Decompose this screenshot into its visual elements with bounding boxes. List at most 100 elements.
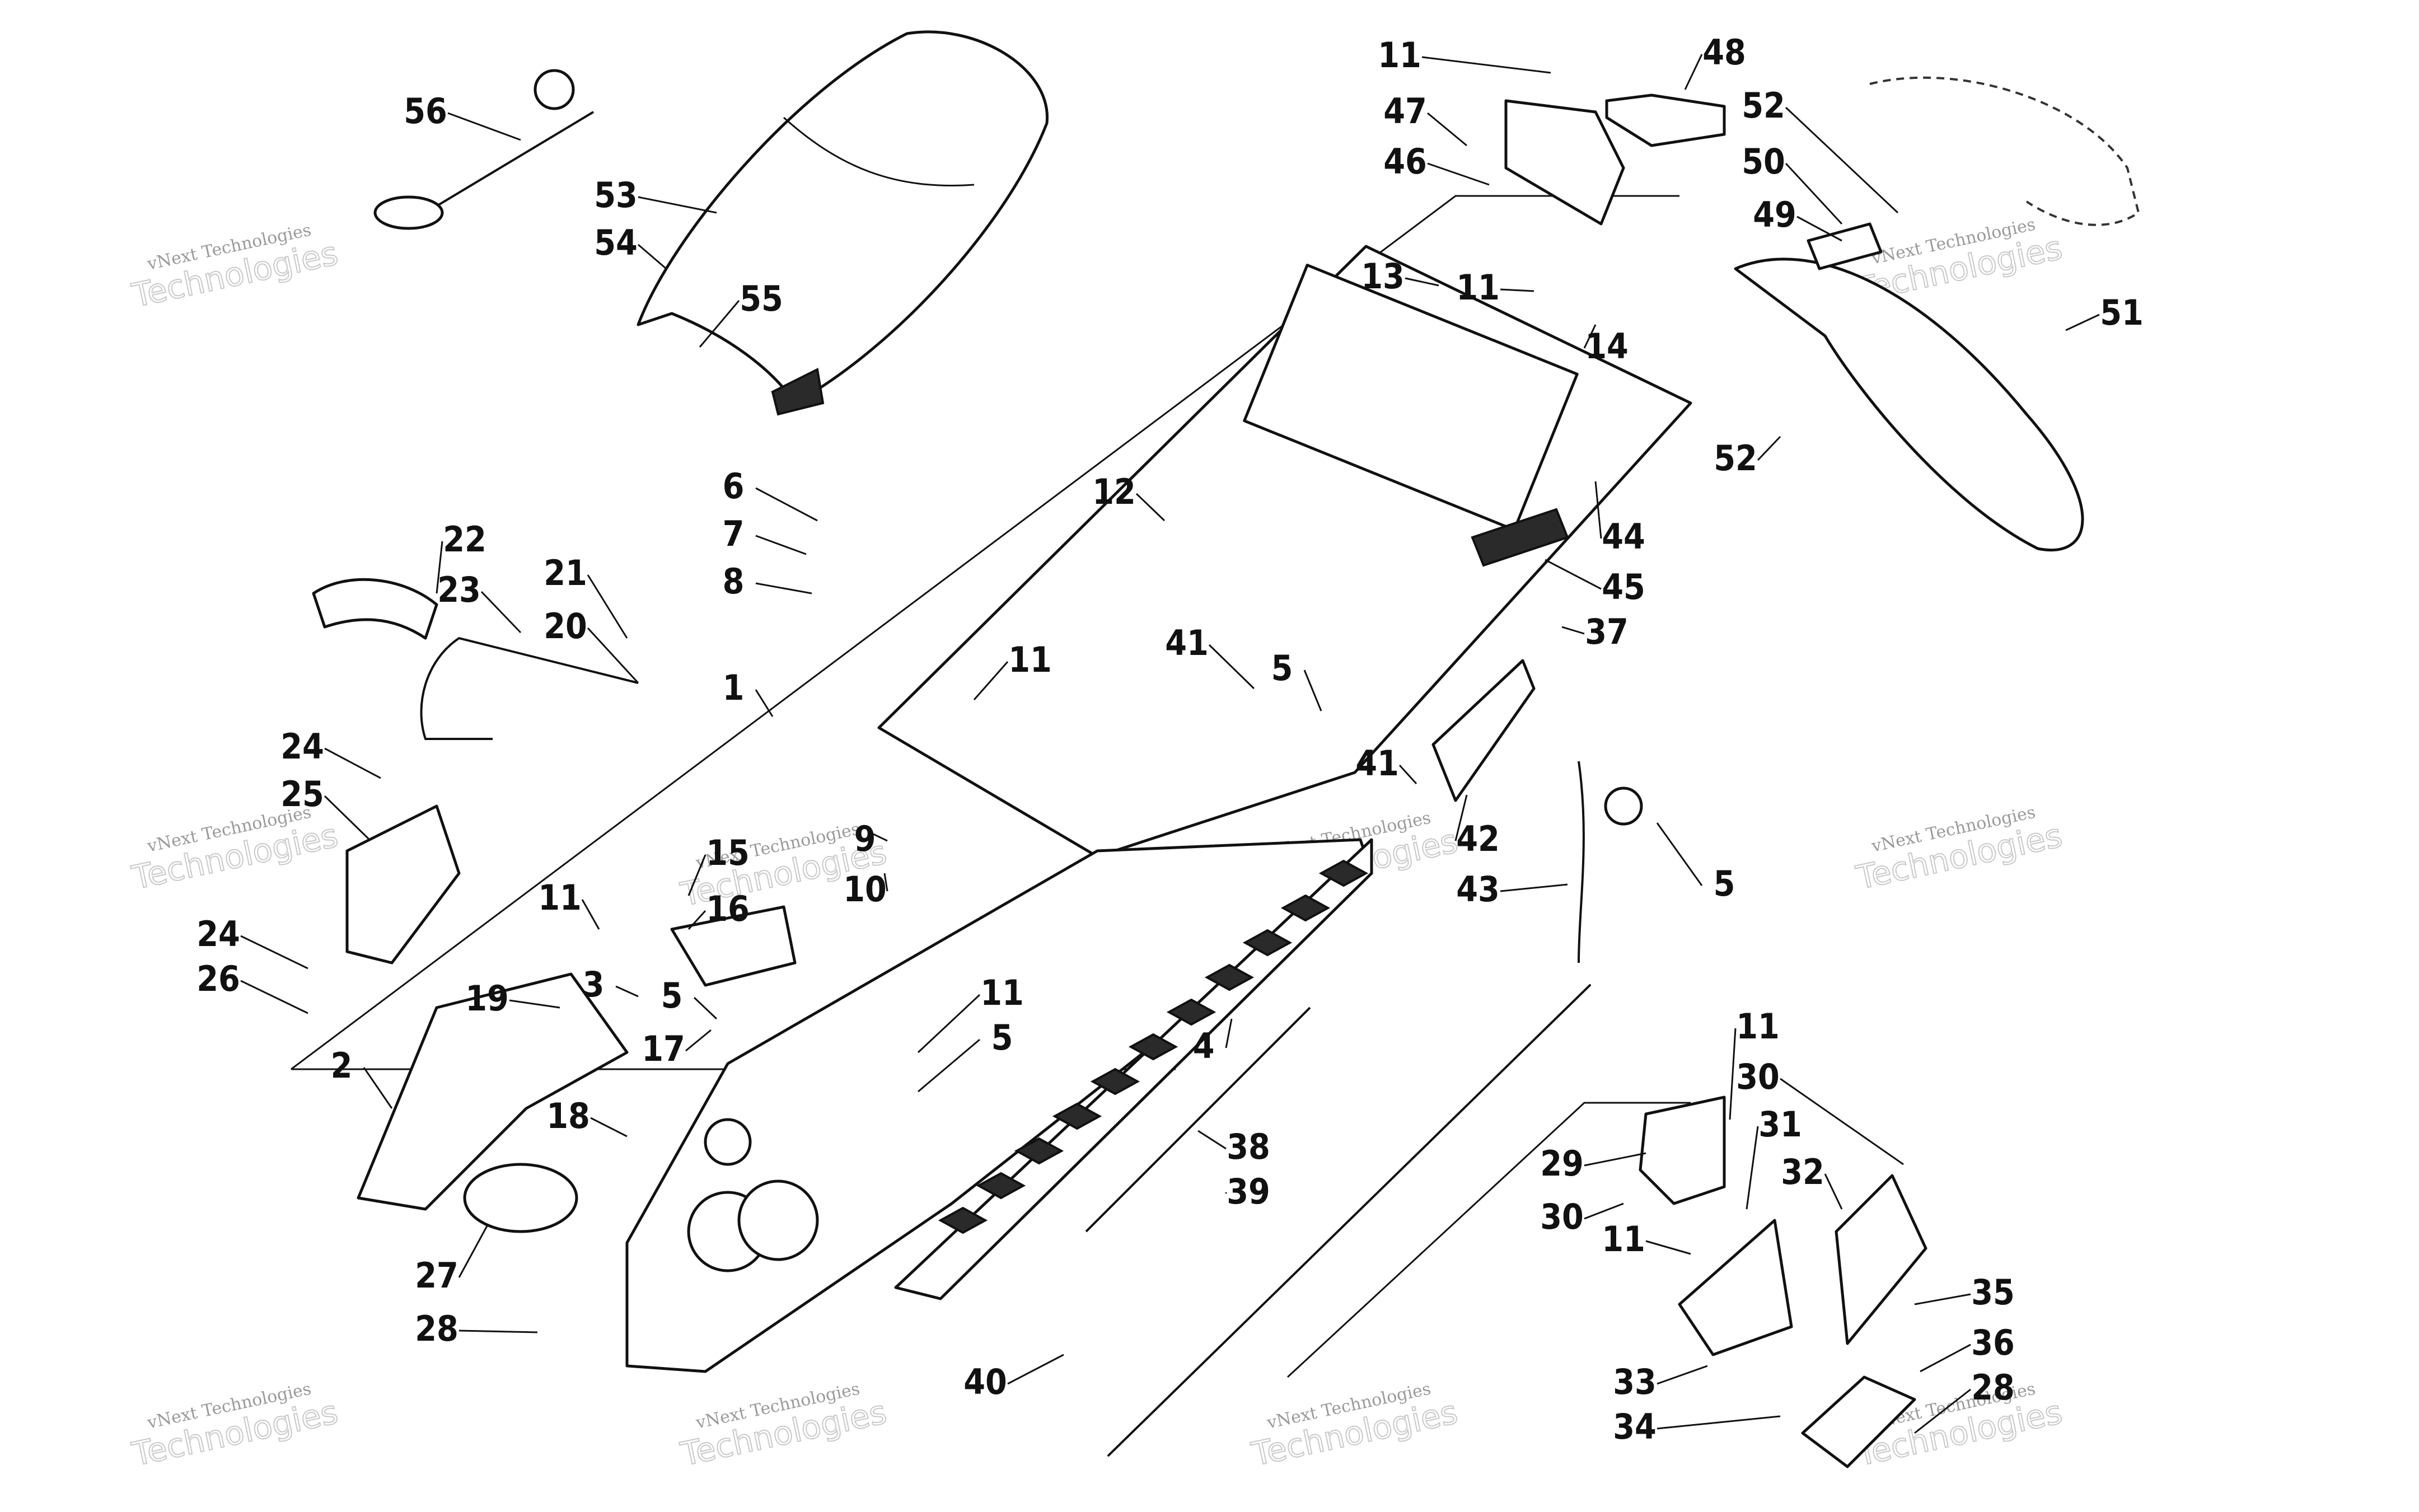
callout-47: 47 <box>1383 91 1427 132</box>
callout-labels: 1234555567891011111111111111121314151617… <box>196 32 2144 1447</box>
leader-line <box>615 985 639 998</box>
cover-27 <box>463 1163 578 1233</box>
callout-13: 13 <box>1361 256 1405 297</box>
board-cutout <box>1166 998 1216 1026</box>
leader-line <box>458 1330 538 1333</box>
leader-line <box>1583 324 1597 349</box>
leader-line <box>436 541 443 594</box>
callout-5: 5 <box>991 1017 1013 1058</box>
callout-5: 5 <box>1271 648 1293 689</box>
leader-line <box>1197 1130 1227 1150</box>
rear-bumper-outline <box>1869 76 2140 226</box>
board-cutout <box>1090 1068 1140 1096</box>
leader-line <box>509 999 560 1009</box>
leader-line <box>1914 1293 1971 1305</box>
callout-56: 56 <box>404 91 447 132</box>
callout-28: 28 <box>1971 1367 2015 1408</box>
callout-2: 2 <box>331 1045 353 1086</box>
board-cutout <box>938 1206 988 1234</box>
seat-assembly <box>637 30 1049 416</box>
callout-33: 33 <box>1613 1361 1657 1402</box>
callout-24: 24 <box>280 726 324 767</box>
flap-decal <box>1807 222 1883 270</box>
lever-assembly <box>373 69 595 230</box>
plate-33 <box>1678 1219 1793 1356</box>
callout-38: 38 <box>1227 1126 1270 1167</box>
callout-40: 40 <box>963 1361 1007 1402</box>
leader-line <box>240 935 308 970</box>
callout-54: 54 <box>594 222 638 263</box>
leader-line <box>1796 216 1842 242</box>
leader-line <box>973 661 1009 700</box>
leader-line <box>1561 626 1585 635</box>
board-cutout <box>1242 929 1293 957</box>
callout-11: 11 <box>980 972 1024 1013</box>
leader-line <box>1914 1388 1971 1434</box>
callout-1: 1 <box>723 667 745 708</box>
callout-53: 53 <box>594 175 638 216</box>
leader-line <box>587 627 639 684</box>
leader-line <box>873 833 888 842</box>
callout-16: 16 <box>706 888 750 929</box>
callout-29: 29 <box>1540 1143 1584 1184</box>
leader-line <box>1584 1152 1646 1167</box>
leader-line <box>699 300 740 348</box>
leader-line <box>1584 1202 1624 1220</box>
callout-44: 44 <box>1602 516 1645 557</box>
callout-43: 43 <box>1456 869 1500 910</box>
hand-rail-20 <box>420 636 639 740</box>
knob <box>1604 787 1643 826</box>
leader-line <box>1656 822 1703 886</box>
leader-line <box>685 1029 712 1052</box>
leader-line <box>1645 1240 1691 1255</box>
callout-22: 22 <box>443 519 486 560</box>
callout-10: 10 <box>843 869 887 910</box>
callout-11: 11 <box>538 877 582 918</box>
leader-line <box>1780 1078 1904 1165</box>
leader-line <box>447 112 521 141</box>
callout-51: 51 <box>2100 292 2144 333</box>
callout-11: 11 <box>1378 35 1421 76</box>
front-bulkhead <box>357 972 629 1211</box>
leader-line <box>1208 644 1255 690</box>
module-16 <box>670 905 797 987</box>
callout-7: 7 <box>723 513 745 554</box>
callout-32: 32 <box>1781 1151 1824 1192</box>
leader-line <box>755 535 807 555</box>
decal-plate <box>1471 508 1569 567</box>
leader-line <box>587 574 628 639</box>
board-cutout <box>1128 1033 1178 1061</box>
callout-45: 45 <box>1602 567 1645 607</box>
callout-11: 11 <box>1736 1006 1780 1047</box>
callout-11: 11 <box>1456 267 1500 308</box>
leader-line <box>324 795 371 841</box>
seat <box>637 30 1049 405</box>
leader-line <box>917 994 981 1054</box>
board-cutout <box>1014 1137 1064 1165</box>
board-cutout <box>976 1172 1026 1200</box>
lower-right-step-assembly <box>1286 1096 1927 1468</box>
bumper-rod <box>1085 1007 1311 1233</box>
idler-hole <box>737 1179 819 1261</box>
leader-line <box>687 910 706 930</box>
callout-4: 4 <box>1193 1026 1215 1066</box>
callout-28: 28 <box>415 1308 458 1349</box>
callout-11: 11 <box>1008 639 1052 680</box>
callout-25: 25 <box>280 774 324 814</box>
callout-36: 36 <box>1971 1322 2015 1363</box>
callout-21: 21 <box>544 553 587 593</box>
leader-line <box>240 980 308 1014</box>
callout-52: 52 <box>1742 85 1785 126</box>
seat-strap <box>771 368 825 416</box>
leader-line <box>1225 1018 1233 1048</box>
callout-23: 23 <box>437 569 481 610</box>
callout-20: 20 <box>544 606 587 647</box>
leader-line <box>1454 794 1468 841</box>
callout-30: 30 <box>1540 1196 1584 1237</box>
board-cutout <box>1052 1102 1102 1130</box>
leader-line <box>1920 1344 1971 1373</box>
leader-line <box>1657 1365 1708 1385</box>
